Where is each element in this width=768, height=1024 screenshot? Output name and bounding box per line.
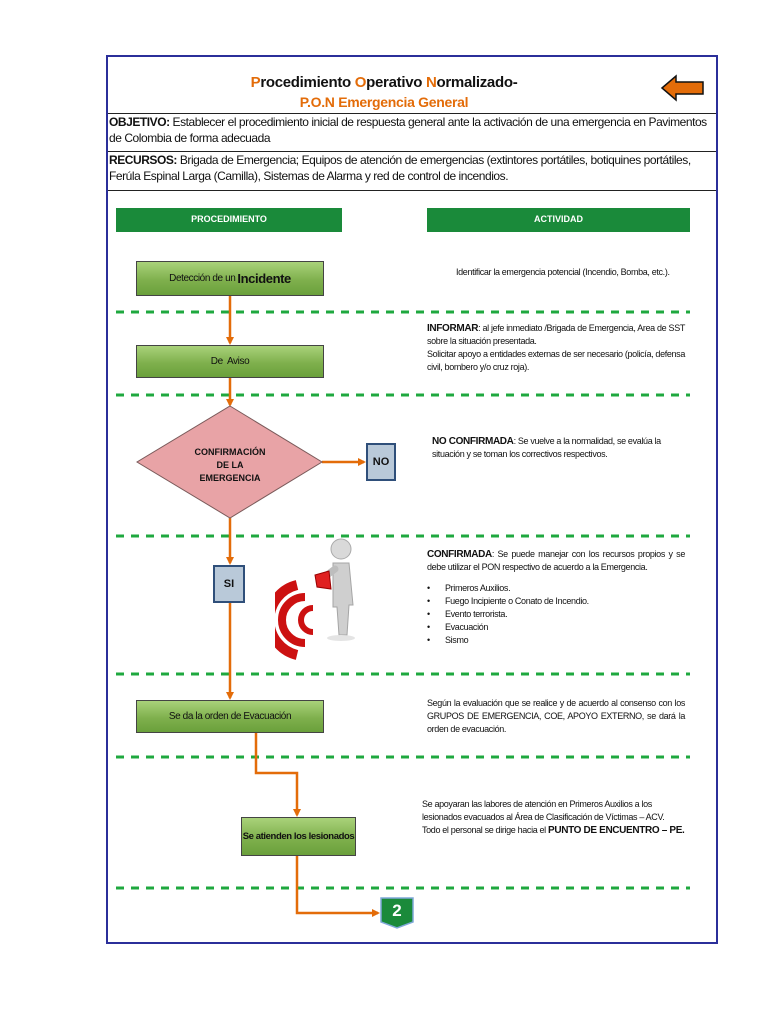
objective-text: Establecer el procedimiento inicial de r… [109,115,707,145]
resources-text: Brigada de Emergencia; Equipos de atenci… [109,153,691,183]
list-item: Primeros Auxilios. [427,582,685,595]
next-page-badge-icon[interactable]: 2 [380,897,414,929]
activity-first-aid: Se apoyaran las labores de atención en P… [422,799,685,836]
activity-evaluation: Según la evaluación que se realice y de … [427,698,685,734]
resources-row: RECURSOS: Brigada de Emergencia; Equipos… [108,151,716,191]
section-separators [116,310,690,890]
list-item: Evacuación [427,621,685,634]
objective-row: OBJETIVO: Establecer el procedimiento in… [108,113,716,151]
activity-confirmed: CONFIRMADA: Se puede manejar con los rec… [427,548,685,647]
activity-inform: INFORMAR: al jefe inmediato /Brigada de … [427,323,685,372]
list-item: Sismo [427,634,685,647]
procedure-header: PROCEDIMIENTO [116,208,342,232]
resources-label: RECURSOS: [109,153,177,167]
list-item: Evento terrorista. [427,608,685,621]
give-notice-box: De Aviso [136,345,324,378]
page-subtitle: P.O.N Emergencia General [299,94,469,110]
list-item: Fuego Incipiente o Conato de Incendio. [427,595,685,608]
confirmation-decision-label: CONFIRMACIÓN DE LA EMERGENCIA [194,447,266,483]
evacuation-order-box: Se da la orden de Evacuación [136,700,324,733]
si-box: SI [213,565,245,603]
back-arrow-icon[interactable] [660,73,706,103]
no-box: NO [366,443,396,481]
activity-not-confirmed: NO CONFIRMADA: Se vuelve a la normalidad… [432,436,661,459]
objective-label: OBJETIVO: [109,115,170,129]
activity-header: ACTIVIDAD [427,208,690,232]
activity-identify: Identificar la emergencia potencial (Inc… [456,267,670,277]
attend-injured-box: Se atienden los lesionados [241,817,356,856]
alarm-person-icon [275,538,355,660]
page-title: Procedimiento Operativo Normalizado- [250,74,518,91]
detect-incident-box: Detección de un Incidente [136,261,324,296]
decision-diamond [136,405,323,519]
page-frame [106,55,718,944]
emergency-type-list: Primeros Auxilios. Fuego Incipiente o Co… [427,582,685,647]
